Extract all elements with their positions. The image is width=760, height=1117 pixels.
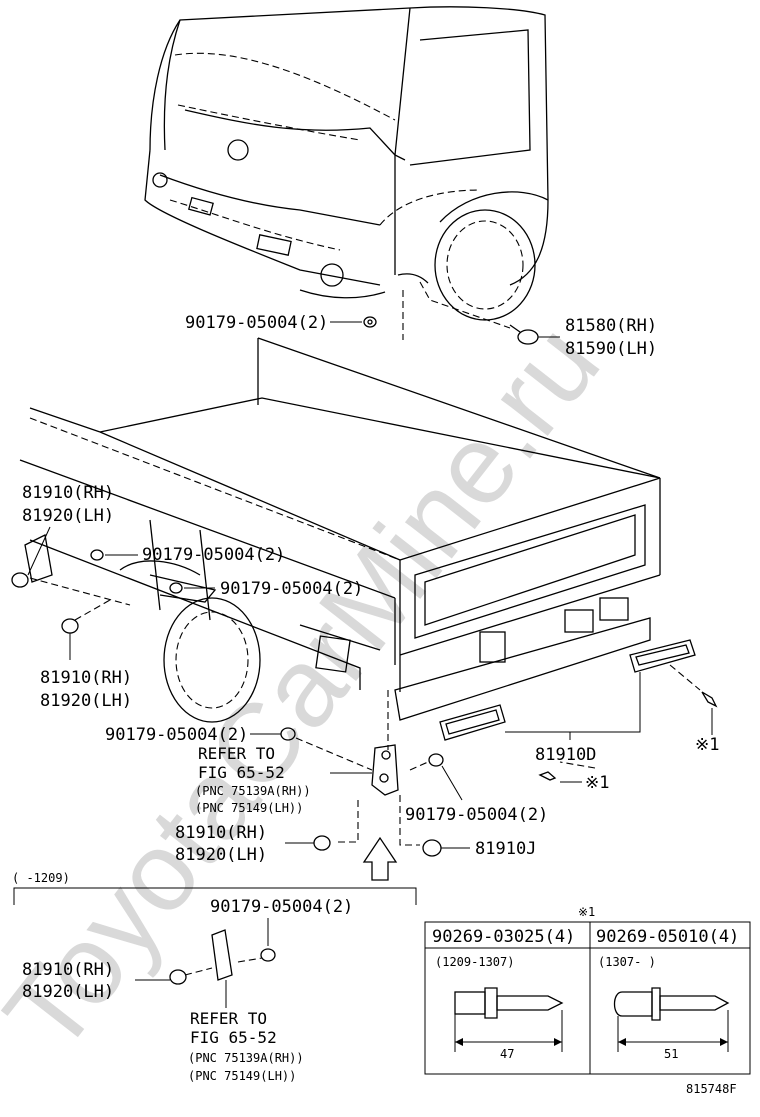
label-clip-mid-right: 90179-05004(2) bbox=[405, 805, 548, 825]
label-pnc-lh: (PNC 75149(LH)) bbox=[195, 801, 303, 815]
inset-old-type: ( -1209) 90179-05004(2) 81910(RH) 81920(… bbox=[12, 871, 417, 1083]
label-clip-mid-left: 90179-05004(2) bbox=[105, 725, 248, 745]
rivet-col1-part: 90269-03025(4) bbox=[432, 927, 575, 947]
truck-bed-drawing bbox=[19, 337, 661, 723]
clip-icon bbox=[260, 948, 276, 962]
label-refer-to: REFER TO bbox=[198, 744, 275, 763]
left-reflector-group: 81910(RH) 81920(LH) 90179-05004(2) 90179… bbox=[11, 483, 363, 711]
bracket-icon bbox=[211, 929, 233, 981]
label-pnc-rh: (PNC 75139A(RH)) bbox=[195, 784, 311, 798]
reflector-icon bbox=[422, 839, 442, 857]
reflector-icon bbox=[11, 572, 29, 588]
inset-pnc-rh: (PNC 75139A(RH)) bbox=[188, 1051, 304, 1065]
clip-icon bbox=[90, 549, 104, 561]
bracket-icon bbox=[371, 744, 399, 796]
rivet-table: ※1 90269-03025(4) 90269-05010(4) (1209-1… bbox=[424, 905, 751, 1075]
clip-icon bbox=[363, 316, 377, 328]
rivet-col1-range: (1209-1307) bbox=[435, 955, 514, 969]
rivet-icon bbox=[701, 691, 718, 708]
label-side-rh-2: 81910(RH) bbox=[40, 668, 132, 688]
label-reflector-j: 81910J bbox=[475, 839, 536, 859]
figure-code: 815748F bbox=[686, 1082, 737, 1096]
label-clip-top: 90179-05004(2) bbox=[185, 313, 328, 333]
rivet-table-mark: ※1 bbox=[578, 905, 595, 919]
inset-range: ( -1209) bbox=[12, 871, 70, 885]
inset-label-clip: 90179-05004(2) bbox=[210, 897, 353, 917]
label-clip-left-2: 90179-05004(2) bbox=[220, 579, 363, 599]
reflector-icon bbox=[313, 835, 331, 851]
label-reflector-d: 81910D bbox=[535, 745, 596, 765]
label-mark-2: ※1 bbox=[585, 773, 609, 793]
label-side-lh-3: 81920(LH) bbox=[175, 845, 267, 865]
label-side-rh-1: 81910(RH) bbox=[22, 483, 114, 503]
label-side-lh-2: 81920(LH) bbox=[40, 691, 132, 711]
inset-fig: FIG 65-52 bbox=[190, 1028, 277, 1047]
label-fig: FIG 65-52 bbox=[198, 763, 285, 782]
reflector-icon bbox=[169, 969, 187, 985]
rivet-col2-range: (1307- ) bbox=[598, 955, 656, 969]
inset-label-side-rh: 81910(RH) bbox=[22, 960, 114, 980]
inset-pnc-lh: (PNC 75149(LH)) bbox=[188, 1069, 296, 1083]
rivet-col2-length: 51 bbox=[664, 1047, 678, 1061]
rivet-1-icon bbox=[454, 987, 564, 1052]
rear-reflector-group: 81910D ※1 ※1 bbox=[439, 639, 719, 793]
label-lamp-rh: 81580(RH) bbox=[565, 316, 657, 336]
arrow-up-icon bbox=[362, 836, 398, 881]
rivet-col1-length: 47 bbox=[500, 1047, 514, 1061]
clip-icon bbox=[428, 753, 444, 767]
label-lamp-lh: 81590(LH) bbox=[565, 339, 657, 359]
rivet-col2-part: 90269-05010(4) bbox=[596, 927, 739, 947]
label-side-lh-1: 81920(LH) bbox=[22, 506, 114, 526]
label-mark-1: ※1 bbox=[695, 735, 719, 755]
watermark: ToyotaCarMine.ru bbox=[0, 301, 623, 1074]
rivet-2-icon bbox=[613, 987, 730, 1052]
label-clip-left-1: 90179-05004(2) bbox=[142, 545, 285, 565]
middle-bracket-group: 90179-05004(2) REFER TO FIG 65-52 (PNC 7… bbox=[105, 690, 548, 881]
clip-icon bbox=[169, 582, 183, 594]
inset-refer-to: REFER TO bbox=[190, 1009, 267, 1028]
top-clip-group: 90179-05004(2) 81580(RH) 81590(LH) bbox=[185, 281, 657, 359]
rivet-icon bbox=[538, 771, 557, 781]
inset-label-side-lh: 81920(LH) bbox=[22, 982, 114, 1002]
truck-cab-drawing bbox=[144, 6, 549, 321]
label-side-rh-3: 81910(RH) bbox=[175, 823, 267, 843]
reflector-icon bbox=[61, 618, 79, 634]
